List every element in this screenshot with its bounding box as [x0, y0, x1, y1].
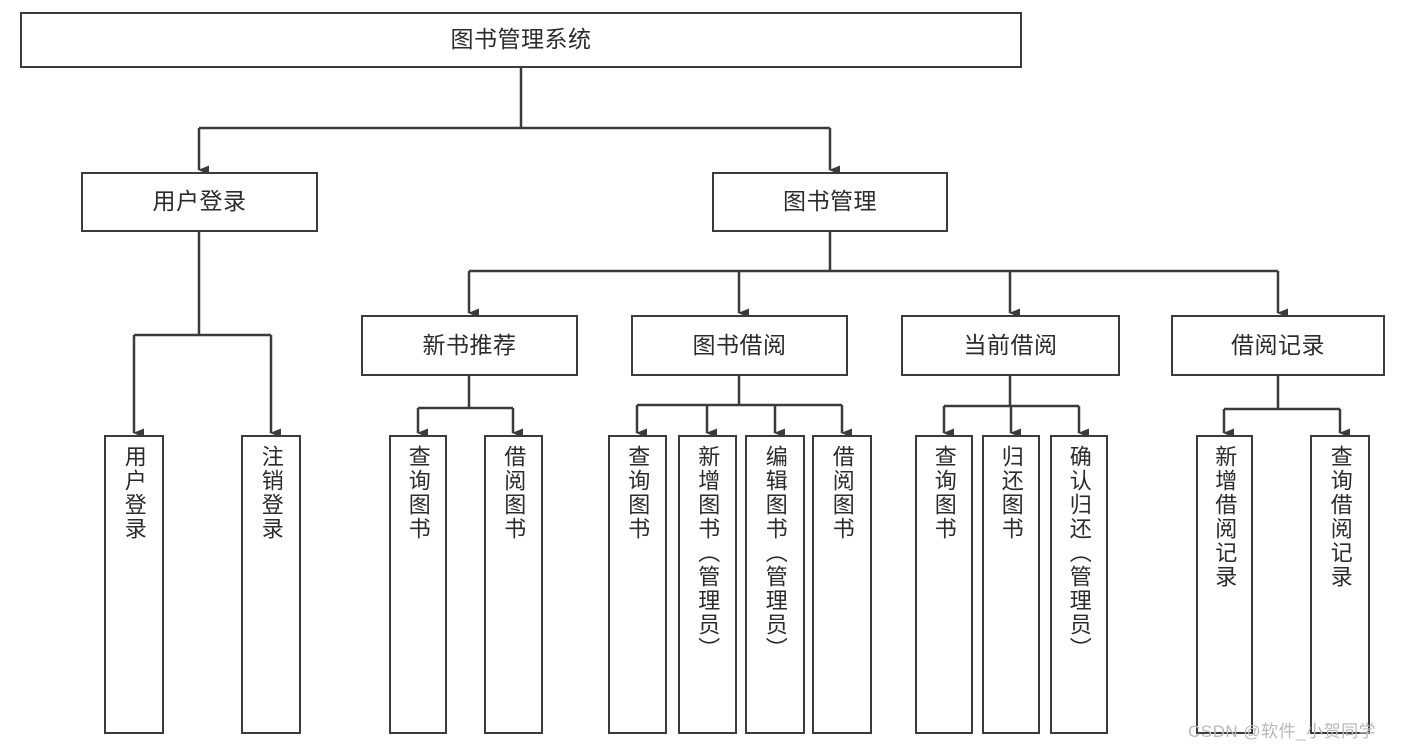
watermark: CSDN @软件_小贺同学	[1188, 722, 1377, 741]
leaf-user-login[interactable]: 用户登录	[104, 435, 164, 734]
node-borrow-records[interactable]: 借阅记录	[1171, 315, 1385, 376]
node-label: 新增借阅记录	[1212, 445, 1238, 589]
leaf-borrow-lend-book[interactable]: 借阅图书	[812, 435, 872, 734]
node-user-login[interactable]: 用户登录	[81, 172, 318, 232]
node-label: 图书借阅	[692, 331, 787, 358]
node-label: 查询图书	[625, 445, 651, 541]
node-book-management[interactable]: 图书管理	[712, 172, 948, 232]
node-label: 编辑图书（管理员）	[762, 445, 788, 661]
leaf-current-return-book[interactable]: 归还图书	[982, 435, 1040, 734]
leaf-newbook-query-book[interactable]: 查询图书	[389, 435, 447, 734]
node-label: 借阅图书	[829, 445, 855, 541]
leaf-records-query-record[interactable]: 查询借阅记录	[1310, 435, 1370, 734]
edges	[132, 68, 1350, 438]
node-book-borrow[interactable]: 图书借阅	[631, 315, 848, 376]
node-label: 借阅记录	[1231, 331, 1325, 358]
node-new-book-recommend[interactable]: 新书推荐	[361, 315, 578, 376]
leaf-current-confirm-return-admin[interactable]: 确认归还（管理员）	[1050, 435, 1108, 734]
node-root-system[interactable]: 图书管理系统	[20, 12, 1022, 68]
node-label: 图书管理	[783, 188, 877, 215]
node-label: 新书推荐	[422, 331, 517, 358]
node-label: 查询图书	[405, 445, 431, 541]
node-label: 用户登录	[121, 445, 147, 541]
node-label: 用户登录	[152, 188, 247, 215]
leaf-records-add-record[interactable]: 新增借阅记录	[1196, 435, 1253, 734]
node-current-borrow[interactable]: 当前借阅	[901, 315, 1120, 376]
leaf-borrow-query-book[interactable]: 查询图书	[608, 435, 667, 734]
node-label: 注销登录	[258, 445, 284, 541]
node-label: 新增图书（管理员）	[695, 445, 721, 661]
node-label: 查询图书	[931, 445, 957, 541]
leaf-current-query-book[interactable]: 查询图书	[915, 435, 973, 734]
node-label: 图书管理系统	[450, 26, 592, 53]
node-label: 归还图书	[998, 445, 1024, 541]
node-label: 查询借阅记录	[1327, 445, 1353, 589]
leaf-user-logout[interactable]: 注销登录	[241, 435, 301, 734]
leaf-newbook-borrow-book[interactable]: 借阅图书	[484, 435, 543, 734]
node-label: 借阅图书	[501, 445, 527, 541]
leaf-borrow-add-book-admin[interactable]: 新增图书（管理员）	[678, 435, 737, 734]
leaf-borrow-edit-book-admin[interactable]: 编辑图书（管理员）	[745, 435, 805, 734]
node-label: 当前借阅	[963, 331, 1058, 358]
node-label: 确认归还（管理员）	[1066, 445, 1092, 661]
